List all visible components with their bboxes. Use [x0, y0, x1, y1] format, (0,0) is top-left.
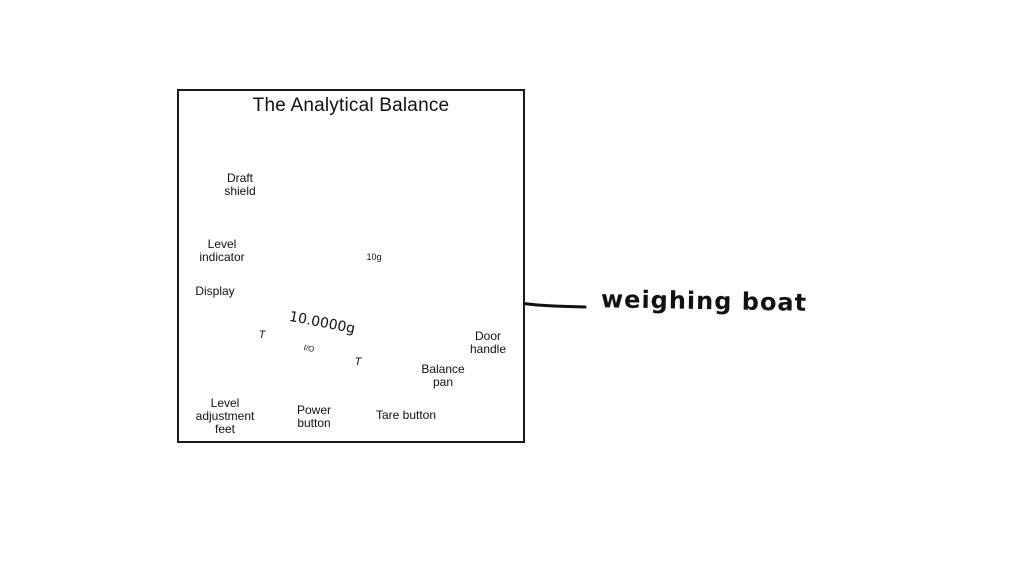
label-level-feet: Level adjustment feet — [195, 396, 255, 436]
label-door-handle: Door handle — [469, 329, 507, 356]
label-display: Display — [195, 284, 235, 298]
diagram-frame: The Analytical Balance — [177, 89, 525, 443]
tare-symbol-left: T — [258, 329, 266, 341]
diagram-title: The Analytical Balance — [252, 95, 450, 116]
tare-symbol-right: T — [354, 356, 362, 368]
annotation-weighing-boat: weighing boat — [600, 285, 808, 317]
weight-label: 10g — [366, 252, 382, 262]
label-level-indicator: Level indicator — [199, 237, 245, 264]
label-tare-button: Tare button — [375, 408, 437, 422]
label-draft-shield: Draft shield — [224, 171, 256, 198]
label-power-button: Power button — [296, 403, 331, 430]
label-balance-pan: Balance pan — [421, 362, 465, 389]
